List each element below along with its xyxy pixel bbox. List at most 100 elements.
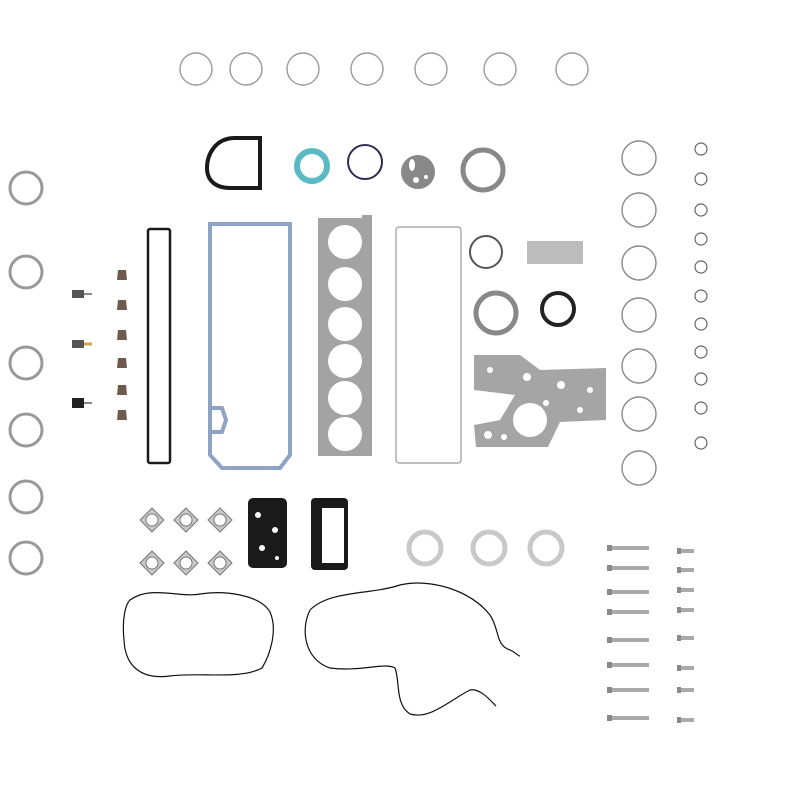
oil-pan-gasket — [208, 222, 292, 470]
navy-o-ring — [347, 144, 383, 180]
cylinder-bore — [328, 225, 362, 259]
bolt-head — [607, 687, 612, 693]
bolt-head — [607, 715, 612, 721]
o-ring — [621, 348, 657, 384]
bolt-head — [607, 565, 612, 571]
o-ring — [229, 52, 263, 86]
injector-part — [72, 398, 92, 408]
flat-ring — [406, 529, 444, 567]
grey-plate-gasket — [401, 155, 435, 189]
small-bolt-head — [677, 567, 681, 573]
o-ring — [621, 396, 657, 432]
teal-flange-gasket — [294, 148, 330, 184]
bolt-head — [607, 609, 612, 615]
seal-ring — [8, 412, 44, 448]
small-o-ring — [694, 372, 708, 386]
bolt — [607, 566, 649, 570]
left-seal-rings — [8, 170, 44, 576]
d-shaped-rear-cover-gasket — [204, 136, 262, 190]
valve-cover-gasket — [146, 227, 172, 465]
o-ring — [414, 52, 448, 86]
bolt — [607, 688, 649, 692]
bolt-head — [607, 589, 612, 595]
o-ring — [621, 450, 657, 486]
oil-cooler-gasket — [311, 498, 348, 570]
o-ring — [555, 52, 589, 86]
small-bolt-head — [677, 548, 681, 554]
small-o-ring — [694, 232, 708, 246]
bolt — [607, 716, 649, 720]
small-bolt — [677, 636, 694, 640]
flat-ring — [470, 529, 508, 567]
bolt-head — [607, 545, 612, 551]
small-o-ring — [694, 345, 708, 359]
bolt — [607, 546, 649, 550]
valve-stem-seal — [117, 300, 127, 310]
small-o-rings — [694, 142, 708, 450]
exhaust-port — [145, 513, 159, 527]
small-bolt — [677, 666, 694, 670]
small-bolt-head — [677, 635, 681, 641]
small-bolts — [677, 548, 694, 723]
seal-ring — [8, 170, 44, 206]
cylinder-bore — [328, 417, 362, 451]
crank-seal-grey — [473, 290, 519, 336]
bolt-head — [607, 662, 612, 668]
exhaust-port — [179, 556, 193, 570]
flat-ring — [527, 529, 565, 567]
o-ring — [179, 52, 213, 86]
valve-stem-seal — [117, 410, 127, 420]
small-o-ring — [694, 203, 708, 217]
bolt — [607, 590, 649, 594]
valve-stem-seal — [117, 270, 127, 280]
bolt — [607, 663, 649, 667]
exhaust-port — [213, 556, 227, 570]
oil-sump-bead-gasket-left — [122, 592, 274, 678]
small-bolt — [677, 718, 694, 722]
small-bolt-head — [677, 587, 681, 593]
o-ring — [621, 140, 657, 176]
small-bolt-head — [677, 665, 681, 671]
small-bolt — [677, 549, 694, 553]
bolt — [607, 610, 649, 614]
crank-seal-black — [540, 291, 576, 327]
small-o-ring — [694, 142, 708, 156]
cylinder-head-gasket — [318, 215, 372, 456]
small-o-ring — [694, 317, 708, 331]
cylinder-bore — [328, 267, 362, 301]
top-o-rings — [179, 52, 589, 86]
valve-stem-seal — [117, 358, 127, 368]
o-ring — [286, 52, 320, 86]
small-o-ring — [694, 260, 708, 274]
exhaust-manifold-gaskets — [139, 507, 233, 576]
seal-ring — [8, 254, 44, 290]
o-ring — [621, 297, 657, 333]
exhaust-port — [179, 513, 193, 527]
small-o-ring — [694, 401, 708, 415]
exhaust-port — [213, 513, 227, 527]
seal-ring — [8, 345, 44, 381]
thin-cover-gasket — [395, 226, 462, 464]
cylinder-bore — [328, 381, 362, 415]
oil-sump-bead-gasket-right — [304, 582, 521, 716]
grey-flange-seal — [460, 147, 506, 193]
o-ring — [469, 235, 503, 269]
small-bolt — [677, 588, 694, 592]
bolt-head — [607, 637, 612, 643]
injector-part — [72, 340, 92, 348]
valve-stem-seal — [117, 330, 127, 340]
seal-ring — [8, 540, 44, 576]
small-bolt — [677, 688, 694, 692]
o-ring — [350, 52, 384, 86]
injector-parts — [72, 290, 92, 408]
valve-stem-seals — [117, 270, 127, 420]
right-seal-rings — [621, 140, 657, 486]
injector-part — [72, 290, 92, 298]
small-bolt-head — [677, 607, 681, 613]
small-o-ring — [694, 436, 708, 450]
cylinder-bore — [328, 307, 362, 341]
small-bolt-head — [677, 717, 681, 723]
small-o-ring — [694, 172, 708, 186]
small-bolt-head — [677, 687, 681, 693]
